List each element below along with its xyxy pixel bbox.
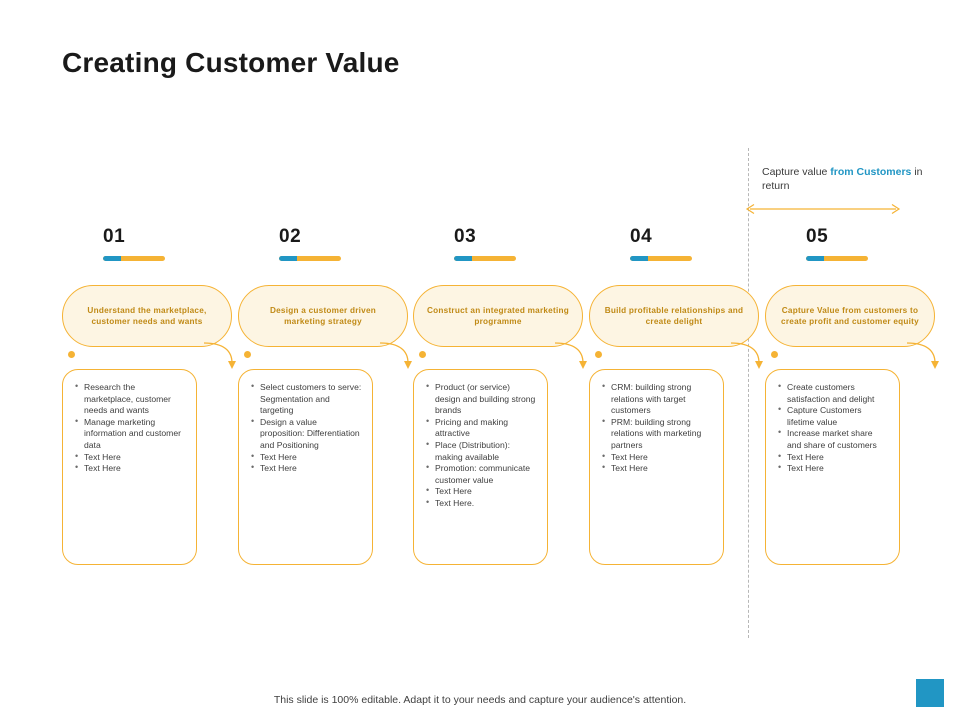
column-number: 05 — [806, 226, 829, 247]
list-item: Text Here — [778, 462, 889, 475]
column-number: 03 — [454, 226, 477, 247]
curved-arrow-icon — [203, 342, 236, 369]
curved-arrow-icon — [379, 342, 412, 369]
list-item: Text Here — [75, 451, 186, 464]
connector-dot — [771, 351, 778, 358]
list-item: Increase market share and share of custo… — [778, 427, 889, 451]
column-connector — [62, 342, 236, 369]
bullet-list: Research the marketplace, customer needs… — [75, 381, 186, 475]
connector-dot — [244, 351, 251, 358]
annotation-prefix: Capture value — [762, 166, 831, 178]
list-item: Text Here — [251, 462, 362, 475]
list-item: Capture Customers lifetime value — [778, 404, 889, 428]
column-heading-pill[interactable]: Capture Value from customers to create p… — [765, 285, 935, 347]
list-item: Text Here — [251, 451, 362, 464]
list-item: Research the marketplace, customer needs… — [75, 381, 186, 417]
list-item: Create customers satisfaction and deligh… — [778, 381, 889, 405]
column-heading-text: Construct an integrated marketing progra… — [426, 306, 569, 326]
column-01: 01 Understand the marketplace, customer … — [62, 226, 240, 565]
curved-arrow-icon — [554, 342, 587, 369]
page-title: Creating Customer Value — [62, 47, 400, 78]
column-connector — [589, 342, 763, 369]
column-connector — [238, 342, 412, 369]
list-item: Pricing and making attractive — [426, 416, 537, 440]
column-05: 05 Capture Value from customers to creat… — [765, 226, 943, 565]
column-body-card: Select customers to serve: Segmentation … — [238, 369, 373, 565]
list-item: PRM: building strong relations with mark… — [602, 416, 713, 452]
column-underline-bar — [454, 256, 516, 261]
bullet-list: Create customers satisfaction and deligh… — [778, 381, 889, 475]
column-number: 01 — [103, 226, 126, 247]
list-item: Text Here — [602, 451, 713, 464]
column-underline-bar — [806, 256, 868, 261]
annotation-suffix: in return — [762, 166, 923, 192]
column-body-card: Product (or service) design and building… — [413, 369, 548, 565]
connector-dot — [68, 351, 75, 358]
annotation-highlight: from Customers — [830, 166, 912, 178]
list-item: Select customers to serve: Segmentation … — [251, 381, 362, 417]
footer-note: This slide is 100% editable. Adapt it to… — [273, 694, 687, 706]
column-heading-pill[interactable]: Build profitable relationships and creat… — [589, 285, 759, 347]
list-item: CRM: building strong relations with targ… — [602, 381, 713, 417]
list-item: Text Here. — [426, 497, 537, 510]
curved-arrow-icon — [906, 342, 939, 369]
list-item: Product (or service) design and building… — [426, 381, 537, 417]
connector-dot — [419, 351, 426, 358]
column-connector — [413, 342, 587, 369]
column-heading-text: Understand the marketplace, customer nee… — [87, 306, 207, 326]
column-body-card: CRM: building strong relations with targ… — [589, 369, 724, 565]
column-heading-pill[interactable]: Understand the marketplace, customer nee… — [62, 285, 232, 347]
list-item: Text Here — [426, 485, 537, 498]
column-underline-bar — [103, 256, 165, 261]
column-heading-text: Design a customer driven marketing strat… — [269, 306, 377, 326]
list-item: Promotion: communicate customer value — [426, 462, 537, 486]
bullet-list: CRM: building strong relations with targ… — [602, 381, 713, 475]
column-03: 03 Construct an integrated marketing pro… — [413, 226, 591, 565]
column-connector — [765, 342, 939, 369]
double-headed-arrow-icon — [745, 203, 901, 215]
bullet-list: Select customers to serve: Segmentation … — [251, 381, 362, 475]
list-item: Design a value proposition: Differentiat… — [251, 416, 362, 452]
column-heading-text: Build profitable relationships and creat… — [604, 306, 744, 326]
connector-dot — [595, 351, 602, 358]
bullet-list: Product (or service) design and building… — [426, 381, 537, 510]
column-02: 02 Design a customer driven marketing st… — [238, 226, 416, 565]
column-number: 04 — [630, 226, 653, 247]
column-number: 02 — [279, 226, 302, 247]
list-item: Text Here — [75, 462, 186, 475]
column-underline-bar — [279, 256, 341, 261]
list-item: Text Here — [602, 462, 713, 475]
column-body-card: Research the marketplace, customer needs… — [62, 369, 197, 565]
list-item: Place (Distribution): making available — [426, 439, 537, 463]
footer-accent-square — [916, 679, 944, 707]
column-04: 04 Build profitable relationships and cr… — [589, 226, 767, 565]
dashed-separator — [748, 148, 749, 638]
column-body-card: Create customers satisfaction and deligh… — [765, 369, 900, 565]
column-heading-text: Capture Value from customers to create p… — [781, 306, 919, 326]
column-underline-bar — [630, 256, 692, 261]
curved-arrow-icon — [730, 342, 763, 369]
column-heading-pill[interactable]: Design a customer driven marketing strat… — [238, 285, 408, 347]
capture-value-annotation: Capture value from Customers in return — [762, 165, 952, 193]
list-item: Text Here — [778, 451, 889, 464]
list-item: Manage marketing information and custome… — [75, 416, 186, 452]
column-heading-pill[interactable]: Construct an integrated marketing progra… — [413, 285, 583, 347]
